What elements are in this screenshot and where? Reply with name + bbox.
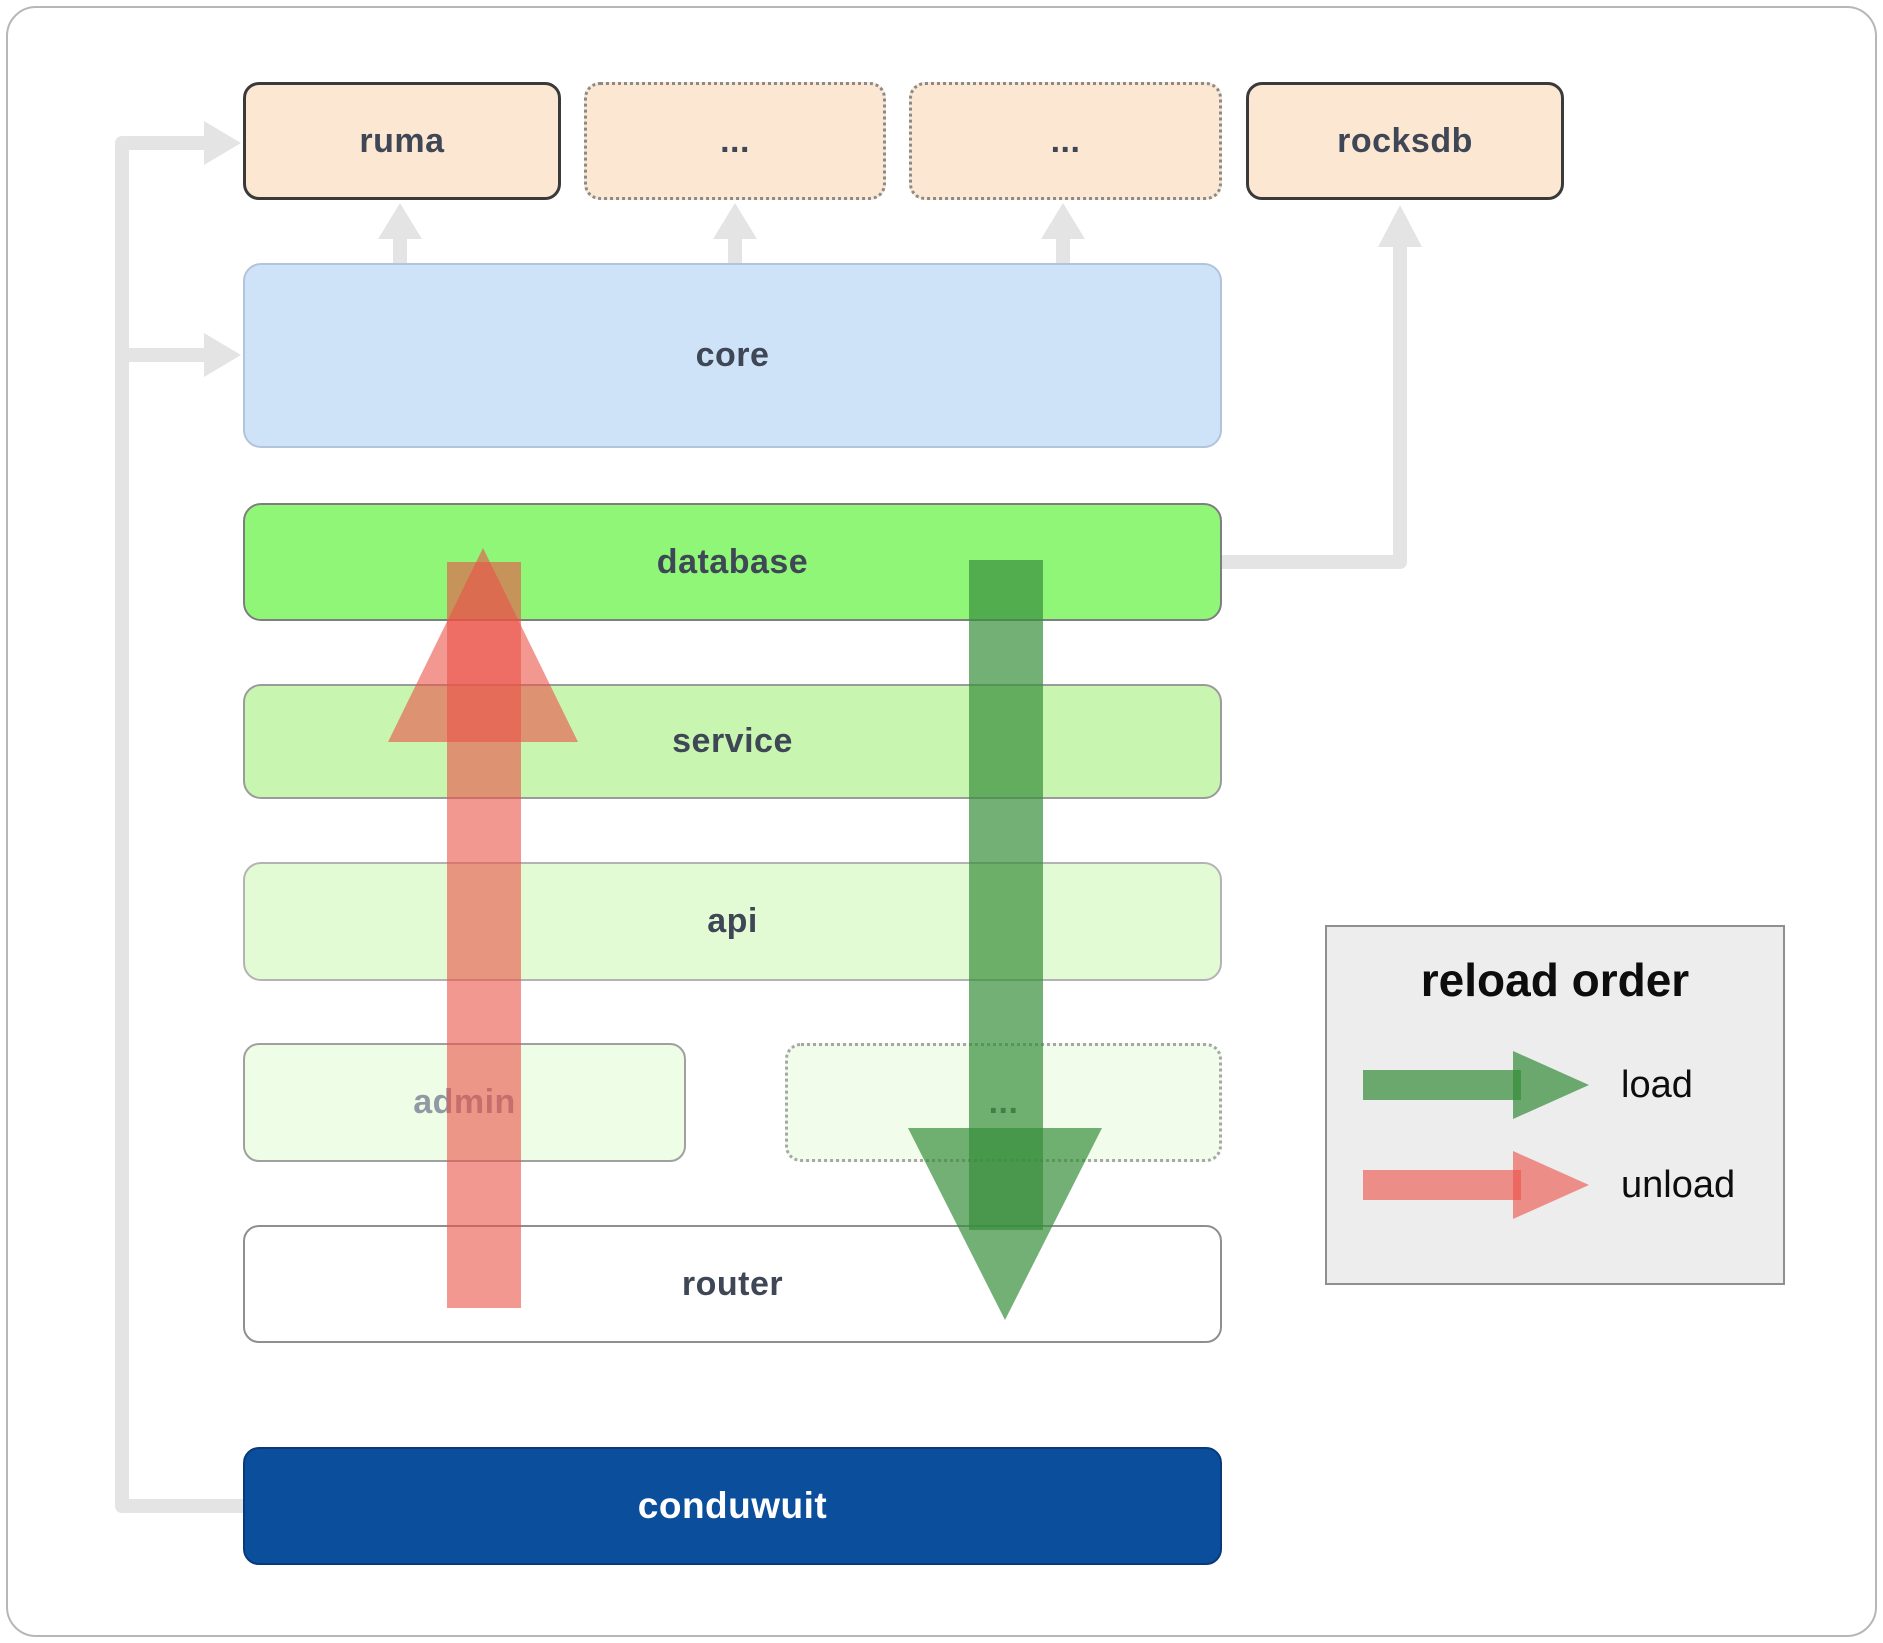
node-rocksdb: rocksdb	[1246, 82, 1564, 200]
node-service-label: service	[672, 722, 793, 760]
load-arrow-icon	[1363, 1051, 1589, 1119]
legend-row-load: load	[1363, 1045, 1763, 1125]
node-conduwuit-label: conduwuit	[637, 1485, 828, 1526]
node-database-label: database	[656, 542, 809, 581]
legend: reload order load unload	[1325, 925, 1785, 1285]
node-external-2: ...	[909, 82, 1222, 200]
diagram-border	[6, 6, 1877, 1637]
node-external-1: ...	[584, 82, 886, 200]
node-api: api	[243, 862, 1222, 981]
node-api-label: api	[707, 902, 758, 940]
legend-row-unload: unload	[1363, 1145, 1763, 1225]
legend-unload-label: unload	[1621, 1163, 1736, 1206]
node-core: core	[243, 263, 1222, 448]
node-conduwuit: conduwuit	[243, 1447, 1222, 1565]
node-router-label: router	[681, 1264, 784, 1303]
node-external-2-label: ...	[1050, 121, 1081, 160]
node-core-label: core	[695, 336, 770, 374]
node-admin-label: admin	[413, 1083, 516, 1121]
node-database: database	[243, 503, 1222, 621]
node-admin-external: ...	[785, 1043, 1222, 1162]
legend-title: reload order	[1420, 954, 1690, 1006]
node-ruma: ruma	[243, 82, 561, 200]
unload-arrow-icon	[1363, 1151, 1589, 1219]
legend-load-label: load	[1621, 1063, 1693, 1106]
node-rocksdb-label: rocksdb	[1337, 121, 1473, 160]
node-ruma-label: ruma	[359, 121, 445, 160]
node-admin: admin	[243, 1043, 686, 1162]
node-external-1-label: ...	[720, 121, 750, 160]
node-service: service	[243, 684, 1222, 799]
node-router: router	[243, 1225, 1222, 1343]
node-admin-external-label: ...	[988, 1083, 1019, 1121]
